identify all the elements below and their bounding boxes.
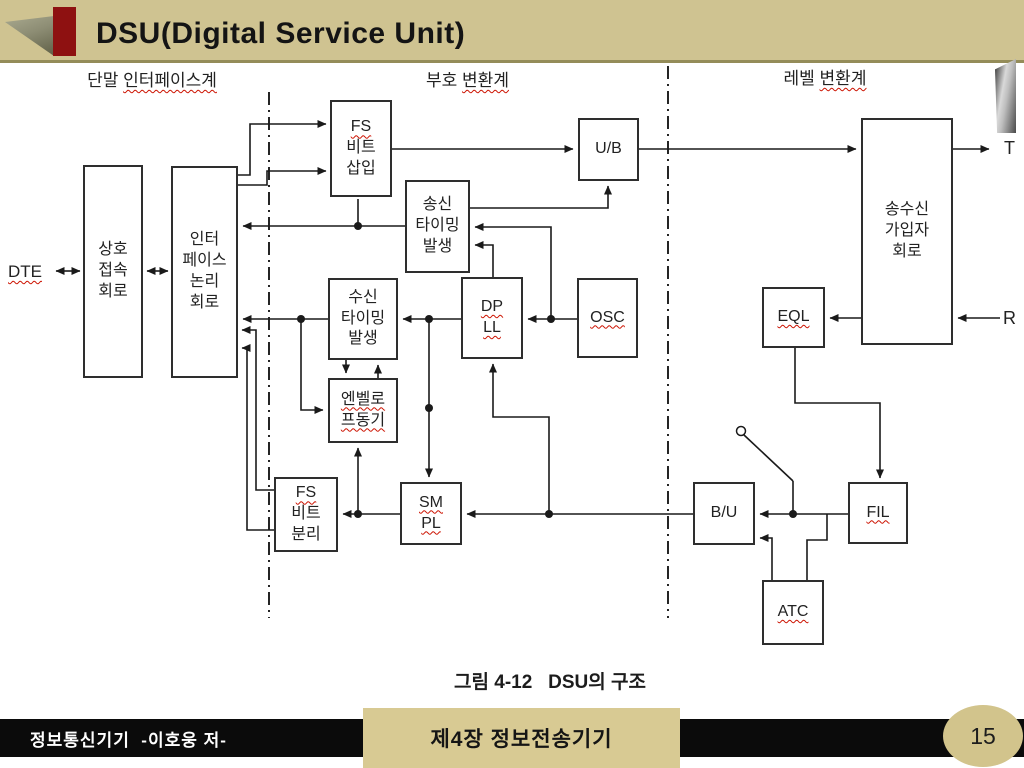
box-line: 타이밍	[340, 309, 386, 327]
box-fs-bit-insert: FS 비트 삽입	[330, 100, 392, 197]
box-line: 회로	[892, 242, 922, 260]
footer-chapter-text: 제4장 정보전송기기	[430, 728, 613, 751]
box-dpll: DP LL	[461, 277, 523, 359]
box-osc: OSC	[577, 278, 638, 358]
box-interconnect-circuit: 상호 접속 회로	[83, 165, 143, 378]
box-line: PL	[421, 514, 441, 532]
box-line: 삽입	[346, 159, 376, 177]
box-line: 비트	[291, 505, 321, 523]
section-header-terminal-interface: 단말 인터페이스계	[62, 66, 242, 91]
box-trx-subscriber-line-circuit: 송수신 가입자 회로	[861, 118, 953, 345]
box-line: 발생	[348, 330, 378, 348]
box-line: 비트	[346, 139, 376, 157]
box-line: 타이밍	[415, 217, 460, 235]
page-curl-icon	[995, 59, 1016, 133]
box-fs-bit-separate: FS 비트 분리	[274, 477, 338, 552]
box-eql: EQL	[762, 287, 825, 348]
box-rx-timing-generator: 수신 타이밍 발생	[328, 278, 398, 360]
label-r: R	[1003, 308, 1016, 328]
section-header-level-conversion: 레벨 변환계	[755, 64, 895, 89]
box-line: 프동기	[340, 411, 386, 429]
box-line: FIL	[866, 503, 890, 521]
logo-arrow-icon	[5, 16, 54, 56]
logo-red-block	[53, 7, 76, 56]
box-ub-converter: U/B	[578, 118, 639, 181]
header-text: 변환계	[819, 69, 867, 88]
box-line: LL	[483, 319, 501, 336]
header-text: 인터페이스계	[123, 71, 217, 90]
box-line: B/U	[710, 504, 738, 522]
box-line: 논리	[189, 273, 220, 290]
section-header-code-conversion: 부호 변환계	[405, 66, 530, 91]
box-line: 페이스	[182, 252, 227, 270]
label-t: T	[1004, 138, 1015, 158]
box-line: 상호	[98, 241, 128, 259]
page-number: 15	[970, 722, 996, 749]
box-line: DP	[480, 298, 504, 316]
footer-chapter-box: 제4장 정보전송기기	[363, 708, 680, 768]
box-line: 인터	[189, 231, 220, 249]
title-band: DSU(Digital Service Unit)	[0, 0, 1024, 63]
label-dte: DTE	[8, 262, 42, 281]
box-line: 송신	[422, 196, 453, 214]
box-line: 회로	[98, 282, 128, 300]
header-text: 단말	[87, 71, 124, 90]
box-bu-converter: B/U	[693, 482, 755, 545]
box-line: 발생	[422, 237, 453, 255]
box-line: FS	[350, 118, 372, 136]
header-text: 레벨	[783, 69, 820, 88]
box-interface-logic-circuit: 인터 페이스 논리 회로	[171, 166, 238, 378]
box-line: 분리	[291, 525, 321, 543]
header-text: 변환계	[462, 71, 509, 90]
box-line: 접속	[98, 262, 128, 280]
box-line: 송수신	[884, 201, 930, 219]
footer-book-title: 정보통신기기 -이호웅 저-	[30, 731, 227, 750]
slide-title: DSU(Digital Service Unit)	[96, 17, 466, 50]
header-text: 부호	[426, 71, 463, 90]
box-line: 수신	[348, 288, 378, 306]
junction-dots	[297, 222, 797, 518]
figure-caption: 그림 4-12 DSU의 구조	[454, 672, 646, 693]
box-line: 가입자	[884, 222, 930, 240]
box-line: FS	[295, 484, 317, 502]
box-line: U/B	[595, 140, 622, 158]
page-number-badge: 15	[943, 705, 1023, 767]
box-line: SM	[419, 493, 443, 511]
box-smpl: SM PL	[400, 482, 462, 545]
box-tx-timing-generator: 송신 타이밍 발생	[405, 180, 470, 273]
box-fil: FIL	[848, 482, 908, 544]
box-line: 엔벨로	[340, 390, 386, 408]
box-line: 회로	[189, 293, 220, 311]
box-envelope-sync: 엔벨로 프동기	[328, 378, 398, 443]
box-line: ATC	[777, 603, 809, 621]
box-atc: ATC	[762, 580, 824, 645]
box-line: EQL	[777, 308, 810, 326]
box-line: OSC	[590, 308, 625, 326]
